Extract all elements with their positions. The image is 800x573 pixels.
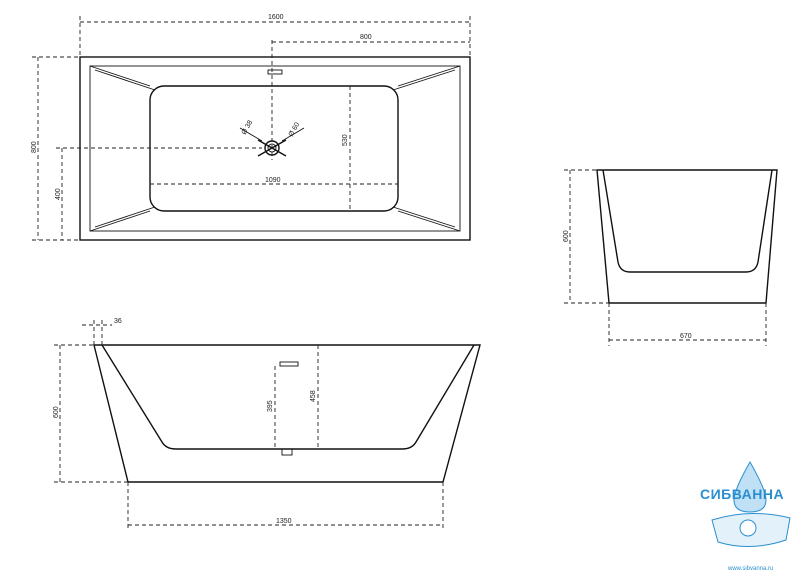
- logo-drop-icon: [733, 460, 767, 513]
- side-drain: [281, 448, 293, 456]
- top-inner-rim: [89, 65, 461, 232]
- side-overflow: [279, 361, 299, 367]
- end-inner: [602, 169, 773, 273]
- dim-inner-width: 530: [342, 134, 349, 146]
- dim-side-height: 600: [53, 406, 60, 418]
- top-view: Ø 38 Ø 60 530 1090 1600 800 800 400: [31, 14, 471, 241]
- logo-name: СИБВАННА: [700, 486, 784, 502]
- dim-hole-a: Ø 38: [241, 119, 255, 136]
- dim-half-length: 800: [360, 34, 372, 41]
- top-slope-line: [392, 69, 456, 91]
- dim-hole-b: Ø 60: [288, 121, 302, 138]
- end-outer: [596, 169, 778, 304]
- top-slope-line: [89, 65, 151, 87]
- top-slope-line: [397, 65, 461, 87]
- dim-rim: 36: [114, 318, 122, 325]
- dim-inner-length: 1090: [265, 177, 281, 184]
- dim-side-bottom: 1350: [276, 518, 292, 525]
- dim-overall-length: 1600: [268, 14, 284, 21]
- leader-line: [281, 127, 305, 142]
- top-basin-floor: [149, 85, 399, 212]
- sibvanna-logo: СИБВАННА www.sibvanna.ru: [700, 460, 791, 572]
- side-outer: [93, 344, 481, 483]
- top-outer-rim: [79, 56, 471, 241]
- top-slope-line: [94, 69, 156, 91]
- dim-overflow: 395: [267, 400, 274, 412]
- dim-depth: 458: [310, 390, 317, 402]
- top-slope-line: [94, 206, 156, 228]
- dim-drain-offset: 400: [55, 188, 62, 200]
- top-slope-line: [89, 210, 151, 232]
- dim-end-height: 600: [563, 230, 570, 242]
- logo-face-icon: [739, 519, 757, 537]
- dim-end-bottom: 670: [680, 333, 692, 340]
- top-overflow: [267, 69, 283, 75]
- top-slope-line: [397, 210, 461, 232]
- side-view: 395 458 36 600 1350: [53, 318, 481, 530]
- dim-overall-width: 800: [31, 141, 38, 153]
- side-inner: [101, 344, 475, 450]
- end-view: 600 670: [563, 169, 778, 346]
- top-slope-line: [392, 206, 456, 228]
- leader-line: [239, 127, 263, 142]
- logo-url: www.sibvanna.ru: [727, 566, 773, 572]
